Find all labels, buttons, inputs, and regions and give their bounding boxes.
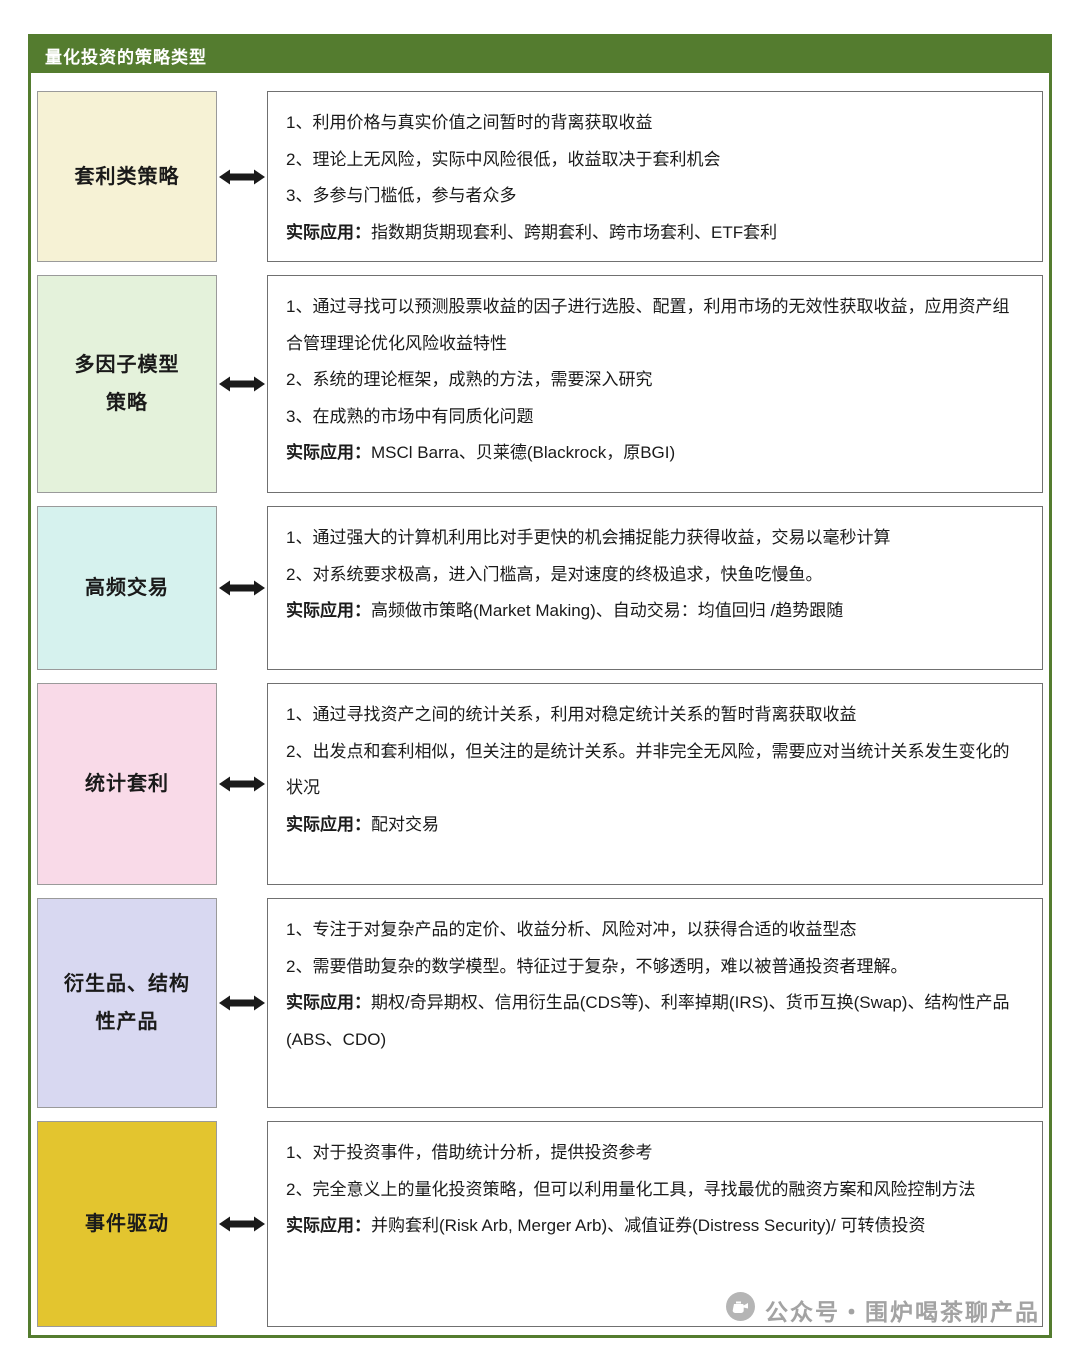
strategy-row-hft: 高频交易 1、通过强大的计算机利用比对手更快的机会捕捉能力获得收益，交易以毫秒计… [37,506,1043,671]
point: 2、系统的理论框架，成熟的方法，需要深入研究 [286,370,653,390]
strategy-label-event-driven: 事件驱动 [37,1121,217,1328]
application-label: 实际应用： [286,993,371,1013]
strategy-label-text: 衍生品、结构 [64,973,190,996]
watermark: 公众号・围炉喝茶聊产品 [725,1291,1040,1328]
strategy-label-text: 套利类策略 [74,165,180,188]
strategy-label-derivatives: 衍生品、结构 性产品 [37,898,217,1109]
application-text: 配对交易 [371,814,439,834]
point: 2、理论上无风险，实际中风险很低，收益取决于套利机会 [286,149,721,169]
strategy-description: 1、通过寻找资产之间的统计关系，利用对稳定统计关系的暂时背离获取收益 2、出发点… [267,683,1043,886]
application-text: 指数期货期现套利、跨期套利、跨市场套利、ETF套利 [371,222,778,242]
diagram-title-bar: 量化投资的策略类型 [31,37,1049,73]
application-text: 并购套利(Risk Arb, Merger Arb)、减值证券(Distress… [371,1216,926,1236]
strategy-row-arbitrage: 套利类策略 1、利用价格与真实价值之间暂时的背离获取收益 2、理论上无风险，实际… [37,91,1043,263]
strategy-description: 1、对于投资事件，借助统计分析，提供投资参考 2、完全意义上的量化投资策略，但可… [267,1121,1043,1328]
point: 1、通过寻找可以预测股票收益的因子进行选股、配置，利用市场的无效性获取收益，应用… [286,297,1010,353]
point: 3、多参与门槛低，参与者众多 [286,186,517,206]
diagram-frame: 量化投资的策略类型 套利类策略 1、利用价格与真实价值之间暂时的背离获取收益 2… [28,34,1052,1338]
strategy-row-event-driven: 事件驱动 1、对于投资事件，借助统计分析，提供投资参考 2、完全意义上的量化投资… [37,1121,1043,1328]
point: 2、完全意义上的量化投资策略，但可以利用量化工具，寻找最优的融资方案和风险控制方… [286,1179,976,1199]
point: 1、利用价格与真实价值之间暂时的背离获取收益 [286,113,653,132]
strategy-label-arbitrage: 套利类策略 [37,91,217,263]
strategy-label-text: 策略 [106,392,148,415]
strategy-row-multifactor: 多因子模型 策略 1、通过寻找可以预测股票收益的因子进行选股、配置，利用市场的无… [37,275,1043,494]
strategy-label-text: 统计套利 [85,773,169,796]
strategy-row-statarb: 统计套利 1、通过寻找资产之间的统计关系，利用对稳定统计关系的暂时背离获取收益 … [37,683,1043,886]
application-label: 实际应用： [286,814,371,834]
strategy-label-hft: 高频交易 [37,506,217,671]
application-text: 期权/奇异期权、信用衍生品(CDS等)、利率掉期(IRS)、货币互换(Swap)… [286,993,1010,1049]
application-line: 实际应用：MSCl Barra、贝莱德(Blackrock，原BGI) [286,435,1024,472]
strategy-rows: 套利类策略 1、利用价格与真实价值之间暂时的背离获取收益 2、理论上无风险，实际… [31,73,1049,1333]
application-label: 实际应用： [286,222,371,242]
page-title: 量化投资的策略类型 [45,47,207,67]
application-text: MSCl Barra、贝莱德(Blackrock，原BGI) [371,443,676,463]
double-arrow-icon [217,506,267,670]
point: 3、在成熟的市场中有同质化问题 [286,406,534,426]
double-arrow-icon [217,91,267,262]
application-line: 实际应用：配对交易 [286,807,1024,844]
strategy-label-statarb: 统计套利 [37,683,217,886]
application-label: 实际应用： [286,443,371,463]
double-arrow-icon [217,683,267,885]
strategy-label-text: 事件驱动 [85,1213,169,1236]
strategy-description: 1、利用价格与真实价值之间暂时的背离获取收益 2、理论上无风险，实际中风险很低，… [267,91,1043,263]
teapot-icon [725,1291,756,1328]
strategy-label-text: 高频交易 [85,577,169,600]
double-arrow-icon [217,898,267,1108]
point: 1、通过寻找资产之间的统计关系，利用对稳定统计关系的暂时背离获取收益 [286,705,857,725]
point: 2、需要借助复杂的数学模型。特征过于复杂，不够透明，难以被普通投资者理解。 [286,956,908,976]
double-arrow-icon [217,275,267,493]
application-label: 实际应用： [286,601,371,621]
strategy-description: 1、通过强大的计算机利用比对手更快的机会捕捉能力获得收益，交易以毫秒计算 2、对… [267,506,1043,671]
application-line: 实际应用：高频做市策略(Market Making)、自动交易：均值回归 /趋势… [286,593,1024,630]
double-arrow-icon [217,1121,267,1327]
application-text: 高频做市策略(Market Making)、自动交易：均值回归 /趋势跟随 [371,601,844,621]
application-line: 实际应用：指数期货期现套利、跨期套利、跨市场套利、ETF套利 [286,215,1024,252]
application-label: 实际应用： [286,1216,371,1236]
point: 1、对于投资事件，借助统计分析，提供投资参考 [286,1143,653,1163]
strategy-row-derivatives: 衍生品、结构 性产品 1、专注于对复杂产品的定价、收益分析、风险对冲，以获得合适… [37,898,1043,1109]
strategy-description: 1、通过寻找可以预测股票收益的因子进行选股、配置，利用市场的无效性获取收益，应用… [267,275,1043,494]
strategy-label-multifactor: 多因子模型 策略 [37,275,217,494]
strategy-description: 1、专注于对复杂产品的定价、收益分析、风险对冲，以获得合适的收益型态 2、需要借… [267,898,1043,1109]
application-line: 实际应用：期权/奇异期权、信用衍生品(CDS等)、利率掉期(IRS)、货币互换(… [286,985,1024,1058]
watermark-text: 公众号・围炉喝茶聊产品 [765,1298,1040,1325]
point: 1、专注于对复杂产品的定价、收益分析、风险对冲，以获得合适的收益型态 [286,920,857,940]
point: 2、出发点和套利相似，但关注的是统计关系。并非完全无风险，需要应对当统计关系发生… [286,741,1010,798]
point: 2、对系统要求极高，进入门槛高，是对速度的终极追求，快鱼吃慢鱼。 [286,564,823,584]
strategy-label-text: 性产品 [95,1011,159,1034]
application-line: 实际应用：并购套利(Risk Arb, Merger Arb)、减值证券(Dis… [286,1208,1024,1245]
point: 1、通过强大的计算机利用比对手更快的机会捕捉能力获得收益，交易以毫秒计算 [286,528,891,548]
strategy-label-text: 多因子模型 [74,354,180,377]
